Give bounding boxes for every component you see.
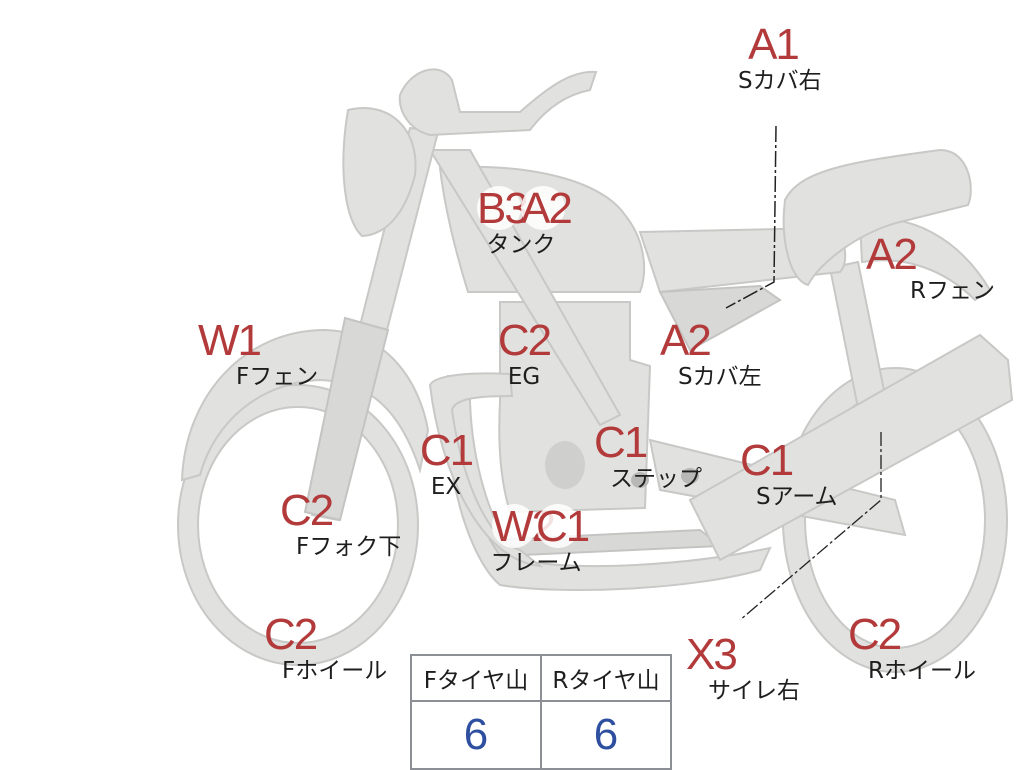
s-cover-left-label: Sカバ左 [678, 364, 762, 390]
step-grade: C1 [594, 418, 648, 467]
tire-tread-table: Fタイヤ山 Rタイヤ山 6 6 [410, 654, 672, 770]
front-fork-lower-shape [303, 316, 390, 522]
swing-arm-marker[interactable]: C1 Sアーム [740, 436, 850, 511]
frame-label: フレーム [490, 550, 582, 576]
frame-grade-1: W2 [492, 502, 556, 551]
engine-shape [498, 301, 652, 514]
f-wheel-label: Fホイール [282, 658, 388, 684]
silencer-right-label: サイレ右 [708, 678, 800, 704]
front-tread-value: 6 [410, 700, 542, 770]
frame-grade-2: C1 [536, 502, 590, 551]
side-cover-lower-shape [658, 284, 782, 352]
engine-marker[interactable]: C2 EG [494, 316, 554, 391]
s-cover-right-label: Sカバ右 [738, 68, 822, 94]
s-cover-right-marker[interactable]: A1 Sカバ右 [738, 20, 822, 95]
r-wheel-marker[interactable]: C2 Rホイール [848, 610, 978, 685]
r-wheel-label: Rホイール [868, 658, 976, 684]
step-marker[interactable]: C1 ステップ [594, 418, 714, 493]
tank-label: タンク [486, 232, 556, 258]
s-cover-left-grade: A2 [660, 316, 712, 365]
silencer-right-marker[interactable]: X3 サイレ右 [686, 630, 800, 705]
exhaust-marker[interactable]: C1 EX [418, 426, 474, 501]
silencer-right-grade: X3 [686, 630, 738, 679]
swing-arm-grade: C1 [740, 436, 794, 485]
engine-label: EG [507, 364, 541, 390]
r-wheel-grade: C2 [848, 610, 902, 659]
exhaust-shape [428, 372, 544, 568]
r-fender-marker[interactable]: A2 Rフェン [860, 230, 1000, 305]
exhaust-grade: C1 [419, 426, 474, 475]
silencer-leader [739, 432, 882, 621]
step-shape-2 [681, 468, 699, 484]
exhaust-label: EX [430, 474, 462, 500]
f-wheel-marker[interactable]: C2 Fホイール [264, 610, 394, 685]
tank-grades: B3A2 [466, 186, 576, 232]
silencer-shape [688, 333, 1014, 562]
tank-grade-2: A2 [521, 184, 573, 233]
headlight-shape [342, 107, 417, 238]
f-fork-lower-label: Fフォク下 [296, 534, 402, 560]
step-shape-1 [631, 472, 649, 488]
f-fender-grade: W1 [198, 316, 262, 365]
f-fork-lower-grade: C2 [280, 486, 334, 535]
tank-grade-1: B3 [477, 184, 529, 233]
engine-cover-shape [545, 441, 585, 489]
r-fender-grade: A2 [866, 230, 918, 279]
engine-grade: C2 [497, 316, 552, 365]
frame-marker[interactable]: W2C1 フレーム [476, 504, 596, 577]
rear-tread-header: Rタイヤ山 [540, 654, 672, 702]
swing-arm-label: Sアーム [756, 484, 838, 510]
r-fender-label: Rフェン [910, 278, 995, 304]
rear-fender-shape [858, 218, 992, 302]
tank-marker[interactable]: B3A2 タンク [466, 186, 576, 258]
s-cover-right-leader [725, 125, 777, 309]
handlebar-shape [398, 68, 598, 137]
frame-grades: W2C1 [476, 504, 596, 550]
f-wheel-grade: C2 [264, 610, 318, 659]
seat-shape [782, 148, 972, 287]
rear-tread-value: 6 [540, 700, 672, 770]
s-cover-right-grade: A1 [748, 20, 800, 69]
f-fender-label: Fフェン [236, 364, 319, 390]
step-label: ステップ [610, 466, 702, 492]
front-tread-header: Fタイヤ山 [410, 654, 542, 702]
s-cover-left-marker[interactable]: A2 Sカバ左 [660, 316, 770, 391]
f-fork-lower-marker[interactable]: C2 Fフォク下 [280, 486, 410, 561]
f-fender-marker[interactable]: W1 Fフェン [198, 316, 328, 391]
